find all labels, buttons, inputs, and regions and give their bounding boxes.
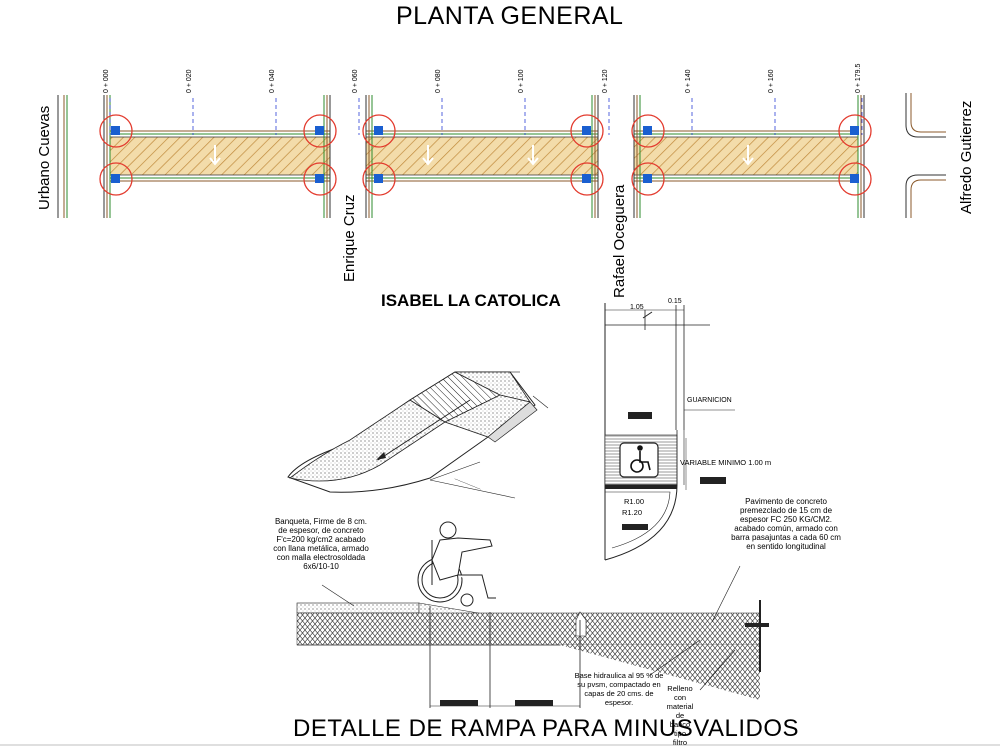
station-label: 0 + 160 (768, 69, 775, 93)
cross-section (296, 521, 769, 708)
dim-width: 1.05 (630, 304, 644, 311)
detail-title: DETALLE DE RAMPA PARA MINUSVALIDOS (293, 715, 800, 742)
station-label: 0 + 140 (685, 69, 692, 93)
station-label: 0 + 120 (602, 69, 609, 93)
station-label: 0 + 080 (435, 69, 442, 93)
wheelchair-sign-icon (630, 445, 651, 473)
label-curb: GUARNICION (687, 397, 732, 404)
ramp-isometric: __________ (287, 371, 549, 499)
main-street-label: ISABEL LA CATOLICA (381, 291, 561, 310)
station-label: 0 + 000 (103, 69, 110, 93)
dim-curb: 0.15 (668, 298, 682, 305)
plan-title: PLANTA GENERAL (396, 2, 624, 30)
station-label: 0 + 100 (518, 69, 525, 93)
ramp-plan (604, 303, 735, 561)
station-label: 0 + 179.5 (855, 63, 862, 93)
radius-inner: R1.00 (624, 497, 645, 506)
ramp-markers (99, 114, 872, 196)
station-label: 0 + 060 (352, 69, 359, 93)
radius-outer: R1.20 (622, 508, 643, 517)
station-label: 0 + 020 (186, 69, 193, 93)
station-lines (109, 98, 863, 135)
street-label-rafael-oceguera: Rafael Oceguera (611, 184, 628, 298)
street-label-alfredo-gutierrez: Alfredo Gutierrez (958, 100, 975, 214)
street-label-enrique-cruz: Enrique Cruz (341, 194, 358, 282)
street-label-urbano-cuevas: Urbano Cuevas (36, 105, 53, 210)
plan-view (57, 93, 946, 218)
road-strip (110, 137, 858, 175)
note-sidewalk: Banqueta, Firme de 8 cm. de espesor, de … (273, 517, 369, 571)
wheelchair-person-icon (417, 521, 496, 607)
note-base: Base hidraulica al 95 % de su pvsm, comp… (574, 671, 664, 707)
note-fill: Relleno con material de banco tipo filtr… (666, 684, 694, 747)
label-variable: VARIABLE MINIMO 1.00 m (680, 458, 772, 467)
station-label: 0 + 040 (269, 69, 276, 93)
note-pavement: Pavimento de concreto premezclado de 15 … (731, 497, 841, 551)
